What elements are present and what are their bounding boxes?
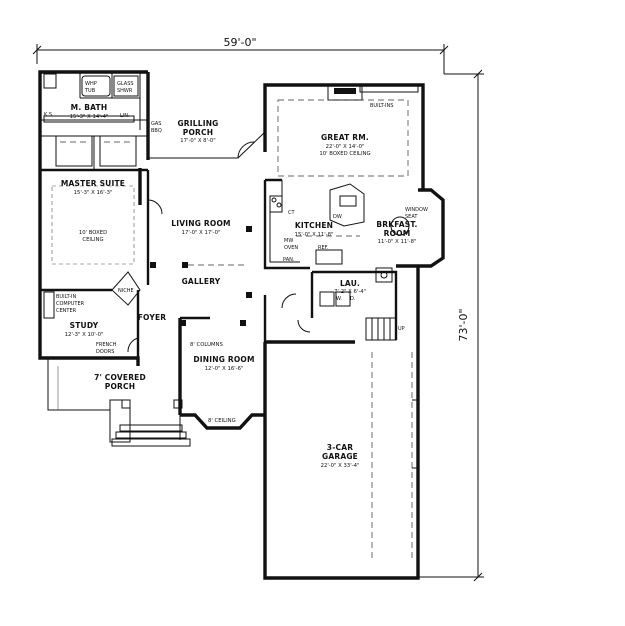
closet-left — [55, 135, 93, 167]
garage-stairs — [365, 317, 397, 341]
pantry-label: PAN. — [283, 257, 295, 263]
study-size: 12'-3" X 10'-0" — [65, 332, 104, 338]
lin-label: LIN. — [120, 113, 130, 119]
kitchen-size: 15'-0" X 11'-8" — [295, 232, 334, 238]
garage-name-2: GARAGE — [322, 452, 358, 461]
whp-tub-label-1: WHP — [85, 81, 97, 87]
refrigerator — [315, 249, 343, 265]
study-name: STUDY — [70, 321, 99, 330]
master-suite-size: 15'-3" X 16'-3" — [74, 190, 113, 196]
dining-room-size: 12'-0" X 16'-6" — [205, 366, 244, 372]
living-room-name: LIVING ROOM — [171, 219, 230, 228]
built-ins-label: BUILT-INS — [370, 103, 393, 109]
laundry-size: 7'-2" X 6'-4" — [334, 289, 366, 295]
cooktop — [269, 195, 283, 213]
garage-doors — [371, 352, 418, 560]
computer-center-1: BUILT-IN — [56, 294, 77, 300]
breakfast-size: 11'-0" X 11'-8" — [378, 239, 417, 245]
breakfast-name-1: BRKFAST. — [376, 220, 417, 229]
glass-shower — [113, 75, 139, 97]
foyer-name: FOYER — [138, 313, 167, 322]
glass-shower-label-2: SHWR — [117, 88, 133, 94]
sink — [339, 195, 357, 207]
bath-fixtures — [43, 73, 139, 167]
breakfast-name-2: ROOM — [384, 229, 411, 238]
computer-center-2: COMPUTER — [56, 301, 85, 307]
window-seat-label-1: WINDOW — [405, 207, 428, 213]
room-labels: WHP TUB GLASS SHWR M. BATH 15'-3" X 14'-… — [44, 81, 428, 469]
dining-room-name: DINING ROOM — [193, 355, 254, 364]
kitchen-name: KITCHEN — [295, 221, 333, 230]
french-doors-1: FRENCH — [96, 342, 117, 348]
great-room-ceiling: 10' BOXED CEILING — [319, 151, 370, 157]
niche — [111, 271, 141, 306]
dw-label: DW — [333, 214, 342, 220]
bay-ceiling-label: 8' CEILING — [208, 418, 236, 424]
bbq-label: BBQ — [151, 128, 162, 134]
master-boxed-ceiling — [51, 185, 135, 265]
gas-label: GAS — [151, 121, 161, 127]
breakfast-table — [390, 216, 410, 236]
grilling-porch-name-2: PORCH — [183, 128, 213, 137]
kitchen-island — [329, 183, 365, 227]
master-bath-size: 15'-3" X 14'-4" — [70, 114, 109, 120]
up-label: UP — [398, 326, 405, 332]
living-room-size: 17'-0" X 17'-0" — [182, 230, 221, 236]
master-suite-name: MASTER SUITE — [61, 179, 125, 188]
mw-label: MW — [284, 238, 293, 244]
computer-center-3: CENTER — [56, 308, 77, 314]
laundry-name: LAU. — [340, 279, 360, 288]
depth-dimension-label: 73'-0" — [457, 308, 470, 341]
covered-porch-name-1: 7' COVERED — [94, 373, 146, 382]
grilling-porch-name-1: GRILLING — [177, 119, 218, 128]
washer-label: W. — [336, 296, 342, 302]
toilet-icon — [43, 73, 57, 89]
closet-right — [99, 135, 137, 167]
vanity-counter — [43, 115, 135, 123]
window-seat-label-2: SEAT — [405, 214, 418, 220]
kitchen-fixtures — [269, 180, 365, 265]
master-ceiling-1: 10' BOXED — [79, 230, 107, 236]
whirlpool-tub — [81, 75, 111, 97]
oven-label: OVEN — [284, 245, 298, 251]
master-ceiling-2: CEILING — [82, 237, 103, 243]
door-swings — [127, 141, 311, 353]
interior-walls — [40, 72, 398, 358]
computer-center — [43, 291, 55, 319]
gallery-columns — [150, 226, 252, 326]
ct-label: CT — [288, 210, 295, 216]
ks-label: K.S. — [44, 112, 54, 118]
garage-size: 22'-0" X 33'-4" — [321, 463, 360, 469]
laundry-fixtures — [319, 267, 393, 307]
great-room-name: GREAT RM. — [321, 133, 369, 142]
great-room-size: 22'-0" X 14'-0" — [326, 144, 365, 150]
overall-width-dimension: 59'-0" — [32, 36, 449, 74]
ref-label: REF. — [318, 245, 329, 251]
overall-depth-dimension: 73'-0" — [418, 69, 484, 582]
dryer-label: D. — [350, 296, 356, 302]
french-doors-2: DOORS — [96, 349, 114, 355]
garage-name-1: 3-CAR — [327, 443, 353, 452]
columns-label: 8' COLUMNS — [190, 342, 223, 348]
width-dimension-label: 59'-0" — [223, 36, 256, 49]
gallery-name: GALLERY — [182, 277, 221, 286]
whp-tub-label-2: TUB — [84, 88, 96, 94]
fireplace-built-ins — [277, 85, 419, 177]
glass-shower-label-1: GLASS — [117, 81, 134, 87]
master-bath-name: M. BATH — [71, 103, 108, 112]
niche-label: NICHE — [118, 288, 134, 294]
grilling-porch-size: 17'-0" X 8'-0" — [180, 138, 215, 144]
covered-porch-name-2: PORCH — [105, 382, 135, 391]
covered-porch — [47, 358, 191, 447]
